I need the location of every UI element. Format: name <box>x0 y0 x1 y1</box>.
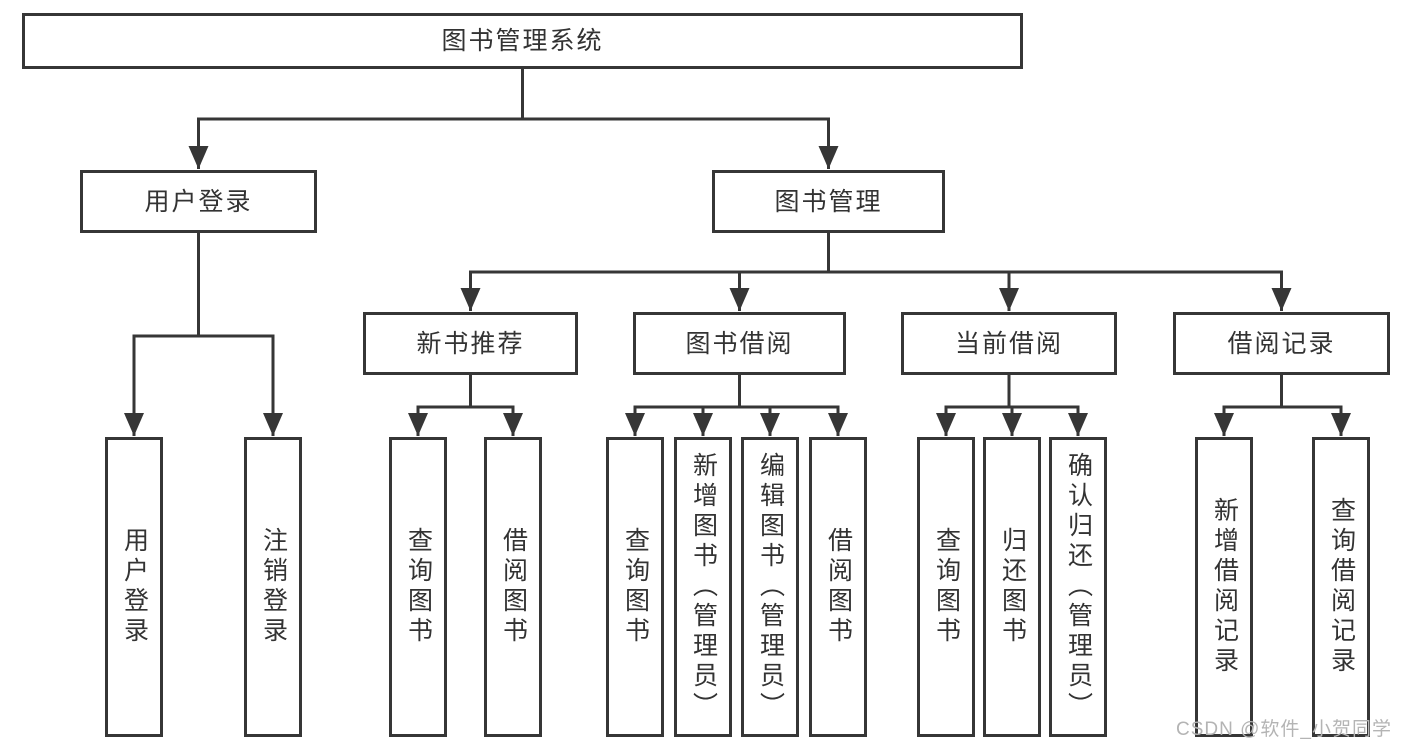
leaf-current-confirm-return-admin: 确认归还（管理员） <box>1049 437 1107 737</box>
leaf-records-add-record: 新增借阅记录 <box>1195 437 1253 737</box>
leaf-borrow-add-books-admin: 新增图书（管理员） <box>674 437 732 737</box>
node-book-borrow: 图书借阅 <box>633 312 846 375</box>
leaf-newbooks-query-books: 查询图书 <box>389 437 447 737</box>
node-borrow-records: 借阅记录 <box>1173 312 1390 375</box>
leaf-records-query-record: 查询借阅记录 <box>1312 437 1370 737</box>
node-user-login: 用户登录 <box>80 170 317 233</box>
leaf-user-login: 用户登录 <box>105 437 163 737</box>
leaf-newbooks-borrow-books: 借阅图书 <box>484 437 542 737</box>
node-new-book-recommend: 新书推荐 <box>363 312 578 375</box>
leaf-logout: 注销登录 <box>244 437 302 737</box>
leaf-current-query-books: 查询图书 <box>917 437 975 737</box>
node-current-borrow: 当前借阅 <box>901 312 1117 375</box>
leaf-borrow-edit-books-admin: 编辑图书（管理员） <box>741 437 799 737</box>
leaf-borrow-query-books: 查询图书 <box>606 437 664 737</box>
leaf-borrow-borrow-books: 借阅图书 <box>809 437 867 737</box>
node-root-library-system: 图书管理系统 <box>22 13 1023 69</box>
node-book-management: 图书管理 <box>712 170 945 233</box>
leaf-current-return-books: 归还图书 <box>983 437 1041 737</box>
csdn-watermark: CSDN @软件_小贺同学 <box>1176 719 1392 740</box>
